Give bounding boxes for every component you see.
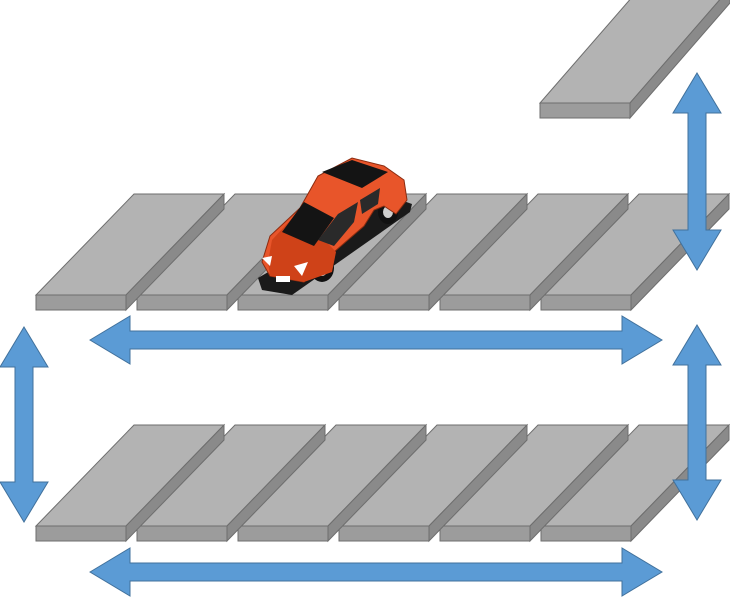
upper-pallet-1 <box>34 192 226 312</box>
separate-pallet <box>538 0 730 120</box>
arrow-lower-horizontal <box>89 547 663 597</box>
car-headlight <box>294 262 308 276</box>
arrow-upper-horizontal <box>89 315 663 365</box>
lower-pallet-1 <box>34 423 226 543</box>
upper-arrows <box>89 72 722 365</box>
upper-pallet-5 <box>438 192 630 312</box>
lower-pallet-4 <box>337 423 529 543</box>
lift-pallet <box>538 0 730 120</box>
lower-arrows <box>0 324 722 597</box>
lower-level <box>34 423 730 543</box>
car-windshield <box>282 202 334 246</box>
upper-level <box>34 192 730 312</box>
arrow-right-upper-vertical <box>672 72 722 271</box>
upper-pallet-4 <box>337 192 529 312</box>
car-icon <box>258 157 412 295</box>
car-license-plate <box>276 276 290 282</box>
lower-pallet-5 <box>438 423 630 543</box>
car-headlight <box>262 256 272 266</box>
arrow-right-lower-vertical <box>672 324 722 521</box>
lower-pallet-2 <box>135 423 327 543</box>
arrow-left-vertical <box>0 326 49 523</box>
